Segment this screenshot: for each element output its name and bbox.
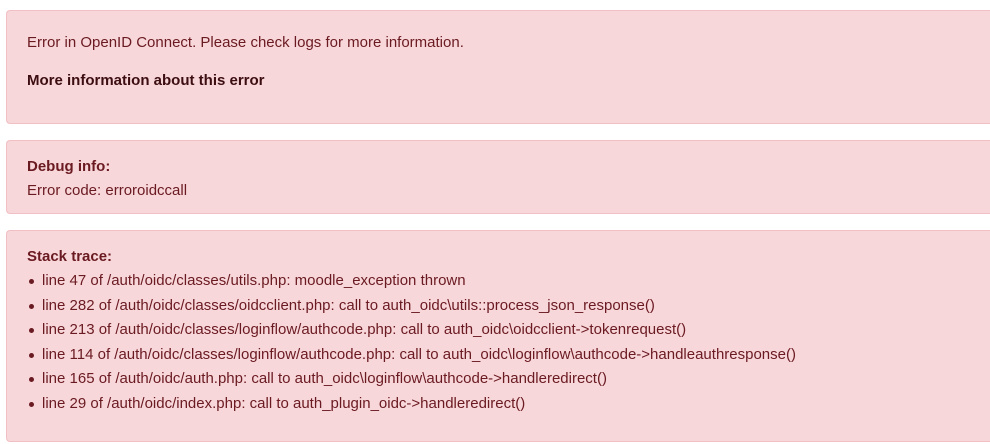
stack-trace-item: line 282 of /auth/oidc/classes/oidcclien… — [27, 294, 970, 319]
more-info-toggle[interactable]: More information about this error — [27, 72, 265, 89]
stack-trace-item: line 114 of /auth/oidc/classes/loginflow… — [27, 343, 970, 368]
bullet-icon — [29, 279, 34, 284]
bullet-icon — [29, 401, 34, 407]
error-code-text: Error code: erroroidccall — [27, 182, 188, 199]
stack-trace-text: line 47 of /auth/oidc/classes/utils.php:… — [42, 272, 466, 289]
debug-info-title: Debug info: — [27, 158, 111, 175]
error-message: Error in OpenID Connect. Please check lo… — [27, 34, 464, 51]
bullet-icon — [29, 328, 34, 333]
stack-trace-item: line 165 of /auth/oidc/auth.php: call to… — [27, 367, 970, 392]
stack-trace-title: Stack trace: — [27, 248, 113, 265]
debug-info-alert: Debug info: Error code: erroroidccall — [6, 140, 990, 214]
stack-trace-alert: Stack trace: line 47 of /auth/oidc/class… — [6, 230, 990, 442]
stack-trace-item: line 47 of /auth/oidc/classes/utils.php:… — [27, 269, 970, 294]
stack-trace-list: line 47 of /auth/oidc/classes/utils.php:… — [27, 269, 970, 416]
bullet-icon — [29, 352, 34, 358]
stack-trace-text: line 213 of /auth/oidc/classes/loginflow… — [42, 321, 687, 338]
stack-trace-item: line 213 of /auth/oidc/classes/loginflow… — [27, 318, 970, 343]
stack-trace-text: line 114 of /auth/oidc/classes/loginflow… — [42, 345, 796, 363]
stack-trace-item: line 29 of /auth/oidc/index.php: call to… — [27, 392, 970, 417]
stack-trace-text: line 165 of /auth/oidc/auth.php: call to… — [42, 370, 607, 387]
bullet-icon — [29, 303, 34, 309]
stack-trace-text: line 29 of /auth/oidc/index.php: call to… — [42, 394, 526, 412]
error-alert: Error in OpenID Connect. Please check lo… — [6, 10, 990, 124]
bullet-icon — [29, 377, 34, 382]
stack-trace-text: line 282 of /auth/oidc/classes/oidcclien… — [42, 296, 655, 314]
